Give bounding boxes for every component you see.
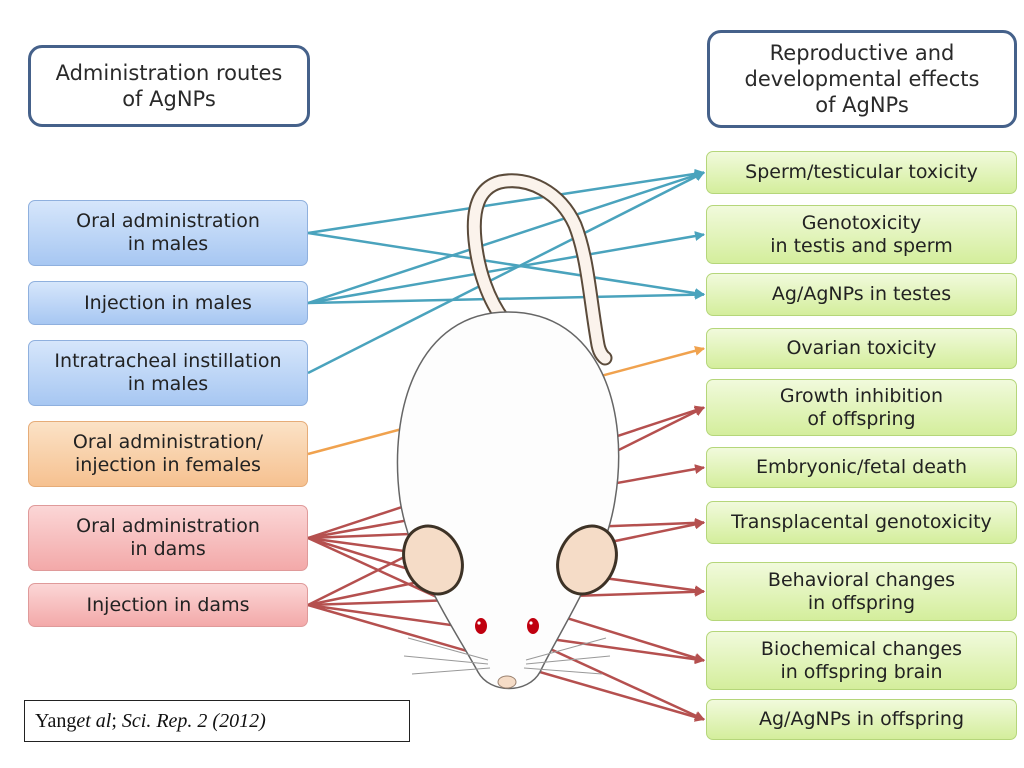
citation-author: Yang <box>35 709 77 732</box>
arrow-0-to-2 <box>307 231 705 299</box>
mouse-right-eye <box>527 618 539 634</box>
mouse-right-ear <box>556 524 618 596</box>
arrow-0-to-0 <box>307 168 705 235</box>
effect-box-biochemical-changes-in-offspring-brain: Biochemical changes in offspring brain <box>706 631 1017 690</box>
effect-box-behavioral-changes-in-offspring: Behavioral changes in offspring <box>706 562 1017 621</box>
route-box-oral-administration-in-dams: Oral administration in dams <box>28 505 308 571</box>
mouse-nose <box>497 675 517 689</box>
citation-sep: ; <box>111 709 122 732</box>
effect-box-transplacental-genotoxicity: Transplacental genotoxicity <box>706 501 1017 544</box>
mouse-whiskers <box>403 637 611 675</box>
route-box-injection-in-dams: Injection in dams <box>28 583 308 627</box>
mouse-left-eye <box>475 618 487 634</box>
effect-box-ag-agnps-in-testes: Ag/AgNPs in testes <box>706 273 1017 316</box>
effect-box-growth-inhibition-of-offspring: Growth inhibition of offspring <box>706 379 1017 436</box>
route-box-oral-administration-injection-in-females: Oral administration/ injection in female… <box>28 421 308 487</box>
effect-box-ag-agnps-in-offspring: Ag/AgNPs in offspring <box>706 699 1017 740</box>
effect-box-genotoxicity-in-testis-and-sperm: Genotoxicity in testis and sperm <box>706 205 1017 264</box>
arrow-2-to-0 <box>307 171 705 375</box>
citation-box: Yang et al ; Sci. Rep. 2 (2012) <box>24 700 410 742</box>
arrow-1-to-2 <box>307 289 705 305</box>
citation-journal: Sci. Rep. 2 (2012) <box>121 709 266 732</box>
arrow-1-to-0 <box>307 170 705 305</box>
route-box-intratracheal-instillation-in-males: Intratracheal instillation in males <box>28 340 308 406</box>
route-box-injection-in-males: Injection in males <box>28 281 308 325</box>
effect-box-ovarian-toxicity: Ovarian toxicity <box>706 328 1017 369</box>
effect-box-sperm-testicular-toxicity: Sperm/testicular toxicity <box>706 151 1017 194</box>
arrow-1-to-1 <box>307 231 705 305</box>
effect-box-embryonic-fetal-death: Embryonic/fetal death <box>706 447 1017 488</box>
left-header: Administration routes of AgNPs <box>28 45 310 127</box>
mouse-left-ear <box>402 524 464 596</box>
citation-etal: et al <box>76 709 112 732</box>
right-header: Reproductive and developmental effects o… <box>707 30 1017 128</box>
route-box-oral-administration-in-males: Oral administration in males <box>28 200 308 266</box>
mouse-body <box>396 311 620 690</box>
